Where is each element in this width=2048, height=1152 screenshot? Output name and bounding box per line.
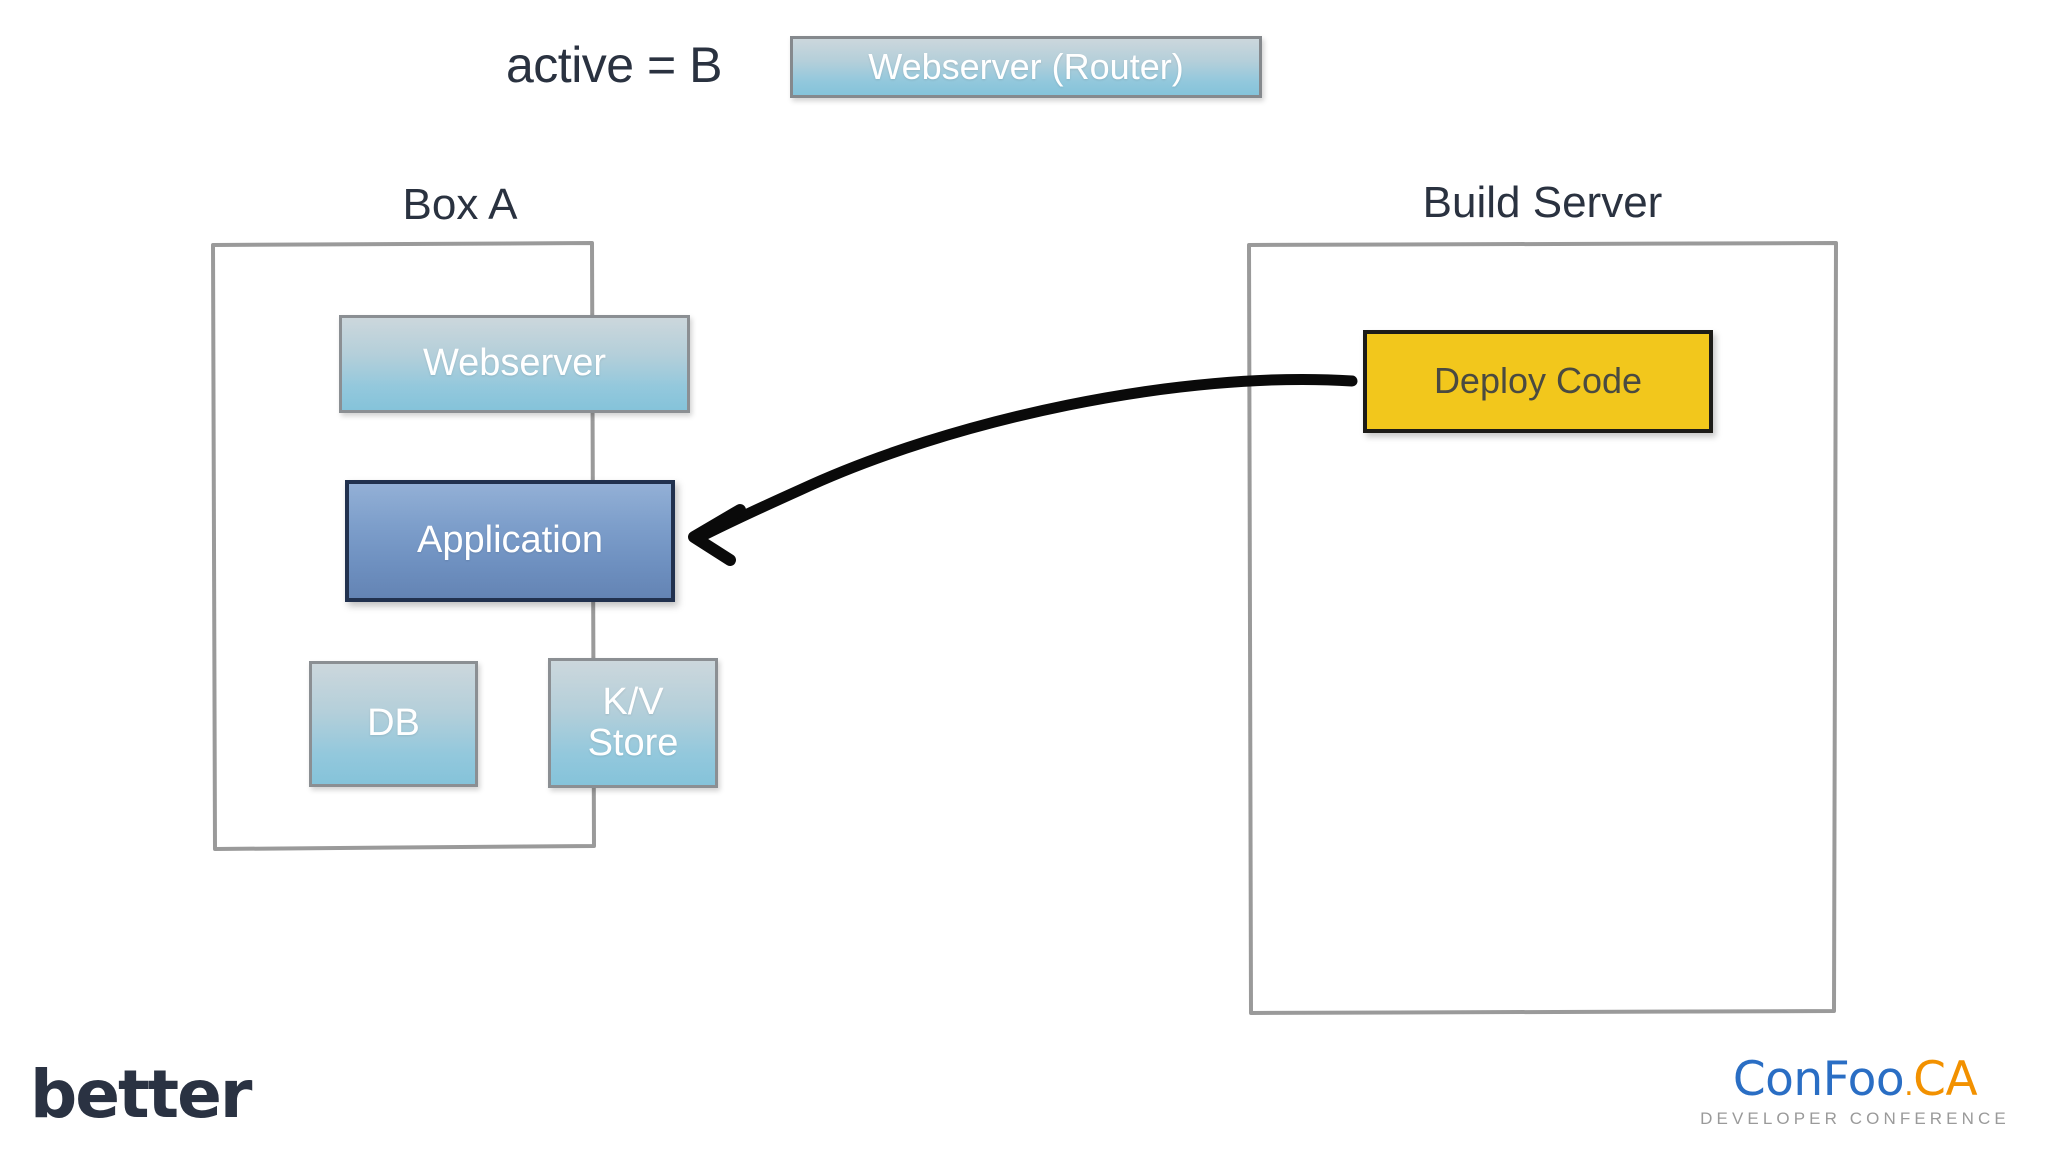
build-server-title: Build Server: [1422, 178, 1663, 227]
component-kv-store[interactable]: K/V Store: [548, 658, 718, 788]
active-state-label: active = B: [506, 37, 722, 93]
deploy-arrow: [688, 373, 1358, 566]
component-db[interactable]: DB: [309, 661, 478, 787]
component-deploy-code[interactable]: Deploy Code: [1363, 330, 1713, 433]
confoo-tld-text: CA: [1913, 1052, 1978, 1107]
confoo-primary-text: ConFoo: [1732, 1052, 1905, 1107]
confoo-logo: ConFoo.CA DEVELOPER CONFERENCE: [1690, 1056, 2020, 1129]
component-webserver-router-label: Webserver (Router): [868, 45, 1184, 87]
component-deploy-code-label: Deploy Code: [1433, 360, 1643, 402]
confoo-tagline: DEVELOPER CONFERENCE: [1700, 1109, 2010, 1128]
better-logo: better: [30, 1056, 252, 1133]
box-a-title: Box A: [402, 180, 518, 229]
component-application-label: Application: [417, 519, 603, 562]
component-kv-store-label-line1: K/V: [602, 680, 664, 723]
component-db-label: DB: [367, 702, 420, 745]
confoo-dot-text: .: [1904, 1068, 1914, 1103]
component-application[interactable]: Application: [345, 480, 675, 602]
component-webserver-router[interactable]: Webserver (Router): [790, 36, 1262, 98]
component-webserver-label: Webserver: [422, 342, 607, 385]
component-kv-store-label-line2: Store: [587, 722, 679, 764]
component-webserver[interactable]: Webserver: [339, 315, 690, 413]
confoo-wordmark: ConFoo.CA: [1690, 1056, 2020, 1103]
